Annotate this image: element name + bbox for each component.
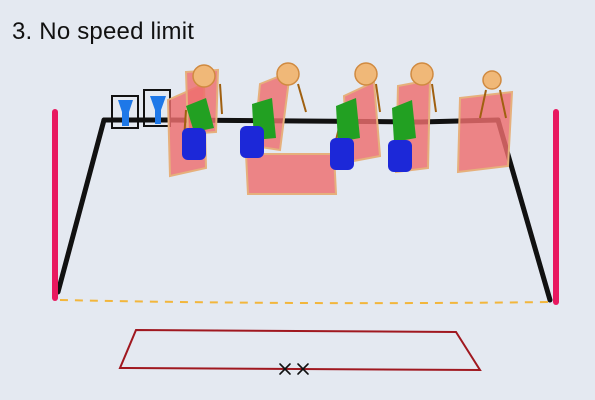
x-mark-2 — [297, 363, 309, 375]
x-marks — [279, 363, 309, 375]
poles — [52, 109, 559, 305]
rope-left — [55, 117, 107, 295]
figure-2 — [240, 62, 338, 195]
x-mark-1 — [279, 363, 291, 375]
page-title: 3. No speed limit — [12, 18, 195, 45]
figure-4 — [388, 62, 437, 174]
cup-1 — [111, 95, 139, 129]
ground-line — [59, 299, 553, 305]
floor-box — [118, 328, 482, 372]
figure-3 — [330, 62, 382, 170]
figure-5 — [456, 70, 514, 174]
figure-1 — [166, 64, 223, 178]
rope-top — [101, 117, 501, 125]
